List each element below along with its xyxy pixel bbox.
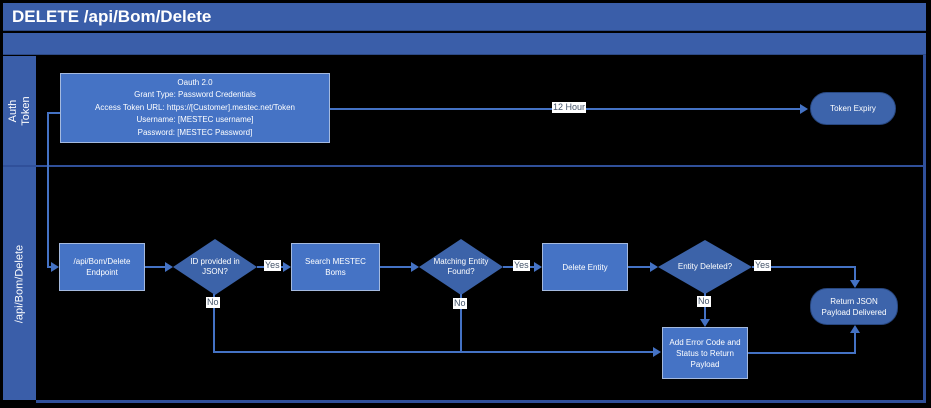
lane-header-api-bom-delete: /api/Bom/Delete xyxy=(3,167,36,400)
arrowhead-into-errorbox-top xyxy=(700,319,710,327)
deleted-check-decision: Entity Deleted? xyxy=(658,240,752,294)
error-code-process-box: Add Error Code and Status to Return Payl… xyxy=(662,327,748,379)
arrowhead-into-delete xyxy=(534,262,542,272)
search-boms-process-box: Search MESTEC Boms xyxy=(291,243,380,291)
connector-delete-to-deletedcheck xyxy=(628,266,652,268)
token-expiry-terminator: Token Expiry xyxy=(810,92,896,125)
connector-idcheck-no-v xyxy=(213,294,215,353)
connector-errorbox-up-v xyxy=(854,333,856,353)
delete-entity-process-box: Delete Entity xyxy=(542,243,628,291)
connector-errorbox-out-h xyxy=(748,352,856,354)
subtitle-band xyxy=(3,33,926,55)
arrowhead-into-idcheck xyxy=(165,262,173,272)
connector-no-merge-h xyxy=(213,351,655,353)
edge-label-yes-1: Yes xyxy=(264,260,281,271)
arrowhead-into-token-expiry xyxy=(800,104,808,114)
title-bar: DELETE /api/Bom/Delete xyxy=(3,3,926,31)
arrowhead-into-deletedcheck xyxy=(650,262,658,272)
arrowhead-into-errorbox-left xyxy=(653,347,661,357)
connector-endpoint-to-idcheck xyxy=(145,266,167,268)
connector-oauth-down xyxy=(47,112,49,268)
frame-right-border xyxy=(923,55,926,403)
connector-into-endpoint xyxy=(47,266,53,268)
edge-label-no-3: No xyxy=(697,296,711,307)
lane-header-auth-token: Auth Token xyxy=(3,56,36,165)
return-payload-terminator: Return JSON Payload Delivered xyxy=(810,288,898,325)
arrowhead-into-return-top xyxy=(850,280,860,288)
connector-matchcheck-no-v xyxy=(460,294,462,353)
connector-oauth-left-out xyxy=(47,112,60,114)
endpoint-process-box: /api/Bom/Delete Endpoint xyxy=(59,243,145,291)
arrowhead-into-matchcheck xyxy=(411,262,419,272)
connector-deletedcheck-yes-v xyxy=(854,266,856,282)
oauth-credentials-box: Oauth 2.0 Grant Type: Password Credentia… xyxy=(60,73,330,143)
arrowhead-into-return-bottom xyxy=(850,325,860,333)
match-check-decision: Matching Entity Found? xyxy=(419,239,503,295)
lane-label-api-bom-delete: /api/Bom/Delete xyxy=(13,244,25,323)
edge-label-no-1: No xyxy=(206,297,220,308)
edge-label-12-hour: 12 Hour xyxy=(552,102,587,113)
lane-label-auth-token: Auth Token xyxy=(6,95,32,126)
oauth-line-5: Password: [MESTEC Password] xyxy=(137,127,253,137)
id-check-decision: ID provided in JSON? xyxy=(173,239,257,295)
connector-deletedcheck-yes-h xyxy=(752,266,856,268)
page-title: DELETE /api/Bom/Delete xyxy=(12,6,212,26)
oauth-line-4: Username: [MESTEC username] xyxy=(136,115,254,125)
oauth-line-2: Grant Type: Password Credentials xyxy=(134,90,256,100)
lane-divider-line xyxy=(3,165,926,167)
edge-label-yes-2: Yes xyxy=(513,260,530,271)
edge-label-yes-3: Yes xyxy=(754,260,771,271)
oauth-line-1: Oauth 2.0 xyxy=(177,77,213,87)
arrowhead-into-search xyxy=(283,262,291,272)
connector-search-to-matchcheck xyxy=(380,266,413,268)
edge-label-no-2: No xyxy=(453,298,467,309)
frame-bottom-border xyxy=(36,400,926,403)
oauth-line-3: Access Token URL: https://[Customer].mes… xyxy=(95,102,295,112)
arrowhead-into-endpoint xyxy=(51,262,59,272)
